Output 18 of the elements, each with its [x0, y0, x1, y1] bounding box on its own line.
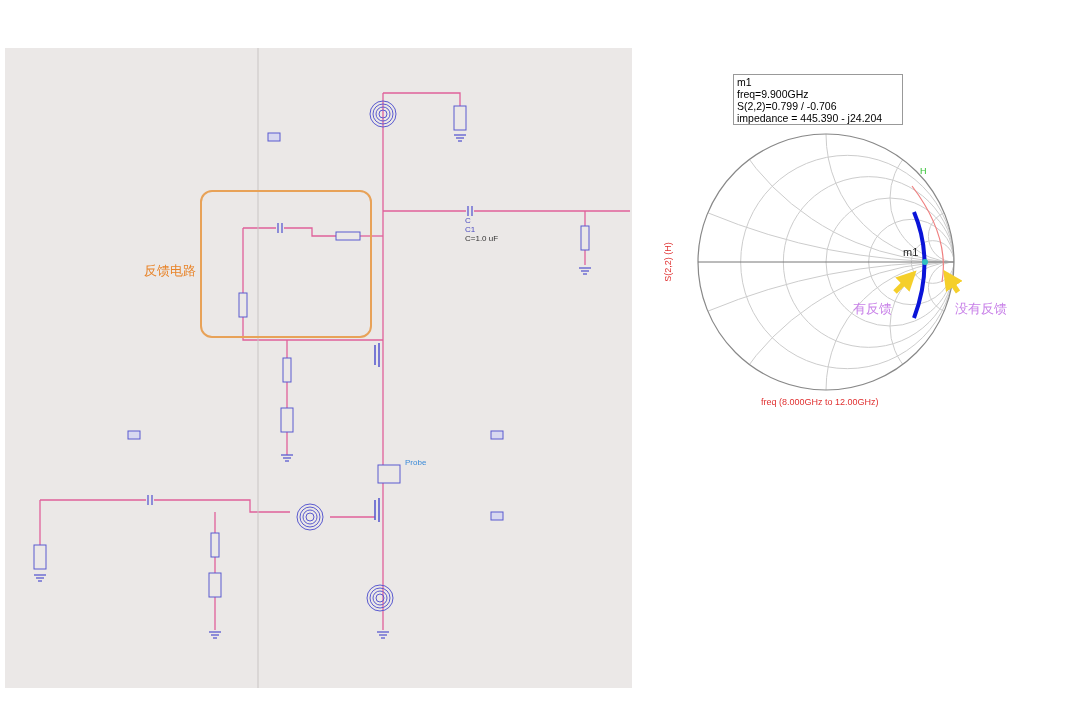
axis-label: freq (8.000GHz to 12.00GHz) [761, 397, 879, 407]
marker-label: m1 [903, 246, 919, 258]
readout-line: m1 [737, 76, 753, 88]
annotation-text: 有反馈 [853, 300, 905, 316]
readout-line: S(2,2)=0.799 / -0.706 [737, 100, 838, 112]
annotation-text: 没有反馈 [955, 300, 1023, 316]
group-title: 反馈电路 [144, 262, 196, 280]
readout-line: impedance = 445.390 - j24.204 [737, 112, 884, 124]
arrow [943, 269, 963, 294]
arrow [893, 270, 917, 294]
part-label: C [465, 216, 471, 225]
parameter-label: C=1.0 uF [465, 234, 499, 243]
marker-label: H [920, 166, 927, 176]
marker-readout-box [733, 74, 903, 125]
part-label: C1 [465, 225, 476, 234]
part-label: Probe [405, 458, 427, 467]
readout-line: freq=9.900GHz [737, 88, 810, 100]
axis-label: S(2,2) (H) [663, 242, 673, 282]
